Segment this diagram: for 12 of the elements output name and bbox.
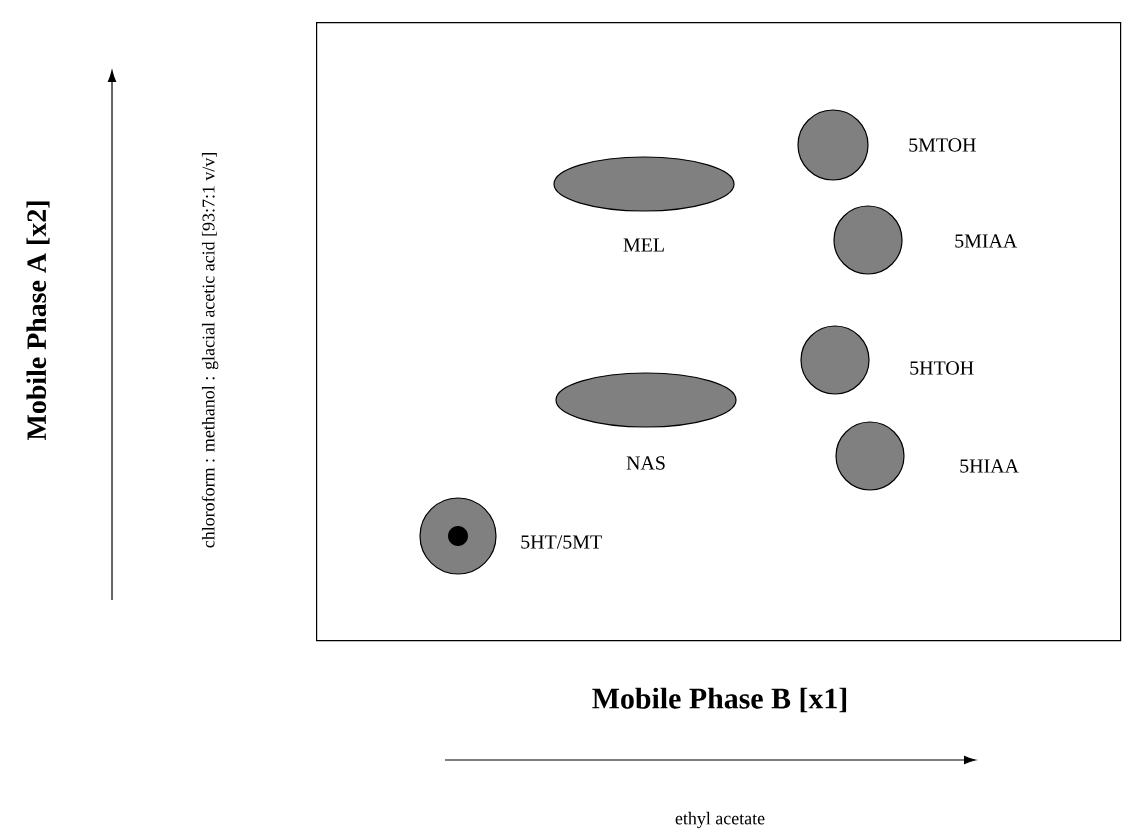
axis-caption: ethyl acetate [675,811,765,829]
spot-label: MEL [623,238,664,252]
axis-title: Mobile Phase A [x2] [26,201,50,440]
spot-label: 5HT/5MT [521,535,602,549]
spot-label: NAS [626,456,665,470]
spot-label: 5MTOH [909,138,976,152]
axis-caption: chloroform : methanol : glacial acetic acid [93:7:1 v/v] [201,153,219,548]
axis-title: Mobile Phase B [x1] [592,687,847,713]
spot-label: 5MIAA [955,234,1018,248]
spot-label: 5HIAA [960,459,1019,473]
plate-frame [316,22,1122,642]
spot-label: 5HTOH [910,361,974,375]
